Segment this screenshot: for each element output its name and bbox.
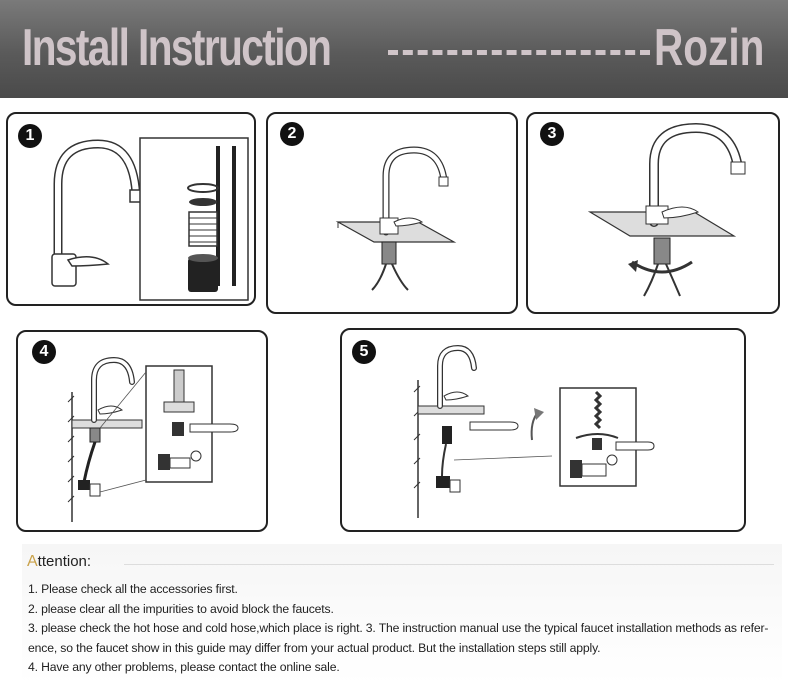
step-5-illustration xyxy=(413,344,655,518)
attention-list: 1. Please check all the accessories firs… xyxy=(28,580,788,678)
step-3-panel: 3 xyxy=(526,112,780,314)
attention-item-2: 2. please clear all the impurities to av… xyxy=(28,601,334,616)
step-1-panel: 1 xyxy=(6,112,256,306)
step-1-number: 1 xyxy=(18,124,42,148)
step-2-illustration xyxy=(335,146,457,291)
page-title: Install Instruction xyxy=(22,19,332,77)
attention-item-1: 1. Please check all the accessories firs… xyxy=(28,582,238,596)
step-4-panel: 4 xyxy=(16,330,268,532)
step-3-illustration xyxy=(587,122,746,297)
attention-item-3: 3. please check the hot hose and cold ho… xyxy=(28,621,769,635)
step-5-panel: 5 xyxy=(340,328,746,532)
step-2-panel: 2 xyxy=(266,112,518,314)
step-2-number: 2 xyxy=(280,122,304,146)
header-banner: Install Instruction Rozin xyxy=(0,0,788,98)
attention-item-4: 4. Have any other problems, please conta… xyxy=(28,660,340,674)
step-4-illustration xyxy=(67,356,239,522)
attention-section: Attention: 1. Please check all the acces… xyxy=(22,544,782,684)
attention-title: Attention: xyxy=(27,553,92,570)
step-1-illustration xyxy=(51,137,249,301)
step-4-number: 4 xyxy=(32,340,56,364)
step-3-number: 3 xyxy=(540,122,564,146)
header-dashed-line xyxy=(388,50,650,55)
step-5-number: 5 xyxy=(352,340,376,364)
brand-name: Rozin xyxy=(654,19,765,77)
attention-divider xyxy=(124,564,774,565)
attention-item-3-continued: ence, so the faucet show in this guide m… xyxy=(28,640,601,655)
